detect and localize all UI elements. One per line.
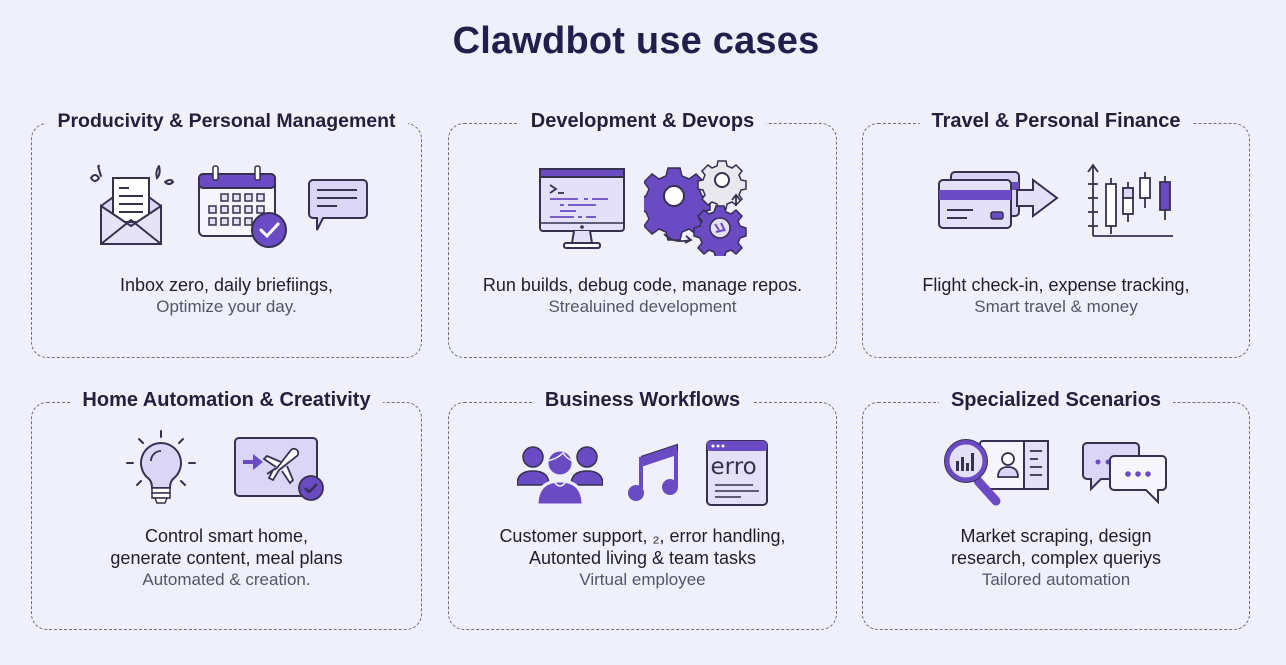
lightbulb-icon	[125, 429, 197, 509]
card-description: Run builds, debug code, manage repos.	[482, 275, 803, 295]
card-description: Autonted living & team tasks	[528, 548, 757, 568]
calendar-check-icon	[195, 164, 289, 250]
card-subtitle: Smart travel & money	[974, 297, 1138, 316]
card-subtitle: Virtual employee	[579, 570, 706, 589]
card-title: Specialized Scenarios	[938, 389, 1174, 412]
card-subtitle: Tailored automation	[981, 570, 1131, 589]
card-description: Market scraping, design	[960, 526, 1152, 546]
magnifier-profile-icon	[944, 437, 1050, 509]
card-travel-finance: Travel & Personal Finance	[862, 110, 1250, 358]
card-title: Development & Devops	[518, 110, 767, 133]
page-title: Clawdbot use cases	[452, 20, 820, 62]
monitor-terminal-icon	[538, 165, 626, 251]
card-description: generate content, meal plans	[110, 548, 343, 568]
team-icon	[516, 439, 603, 507]
card-subtitle: Automated & creation.	[142, 570, 311, 589]
credit-cards-arrow-icon	[937, 166, 1061, 238]
card-productivity: Producivity & Personal Management	[31, 110, 422, 358]
card-business-workflows: Business Workflows	[448, 389, 837, 630]
music-note-icon	[627, 443, 681, 503]
card-subtitle: Optimize your day.	[156, 297, 297, 316]
card-home-automation: Home Automation & Creativity	[31, 389, 422, 630]
flight-ticket-icon	[233, 436, 329, 502]
gears-icon	[643, 160, 748, 256]
card-title: Home Automation & Creativity	[70, 389, 383, 412]
error-window-text: erro	[710, 454, 757, 480]
card-description: research, complex queriys	[950, 548, 1162, 568]
card-description: Flight check-in, expense tracking,	[922, 275, 1190, 295]
card-title: Producivity & Personal Management	[45, 110, 408, 133]
card-description: Inbox zero, daily briefiings,	[119, 275, 334, 295]
card-development: Development & Devops	[448, 110, 837, 358]
card-title: Travel & Personal Finance	[919, 110, 1193, 133]
card-description: Customer support, ₂, error handling,	[499, 526, 786, 546]
envelope-icon	[85, 164, 177, 250]
card-description: Control smart home,	[144, 526, 309, 546]
card-subtitle: Strealuined development	[548, 297, 737, 316]
chat-bubble-icon	[307, 178, 369, 236]
error-window-icon: erro	[705, 439, 769, 507]
card-specialized-scenarios: Specialized Scenarios	[862, 389, 1250, 630]
candlestick-chart-icon	[1083, 162, 1175, 242]
chat-bubbles-icon	[1082, 440, 1168, 506]
card-title: Business Workflows	[532, 389, 753, 412]
